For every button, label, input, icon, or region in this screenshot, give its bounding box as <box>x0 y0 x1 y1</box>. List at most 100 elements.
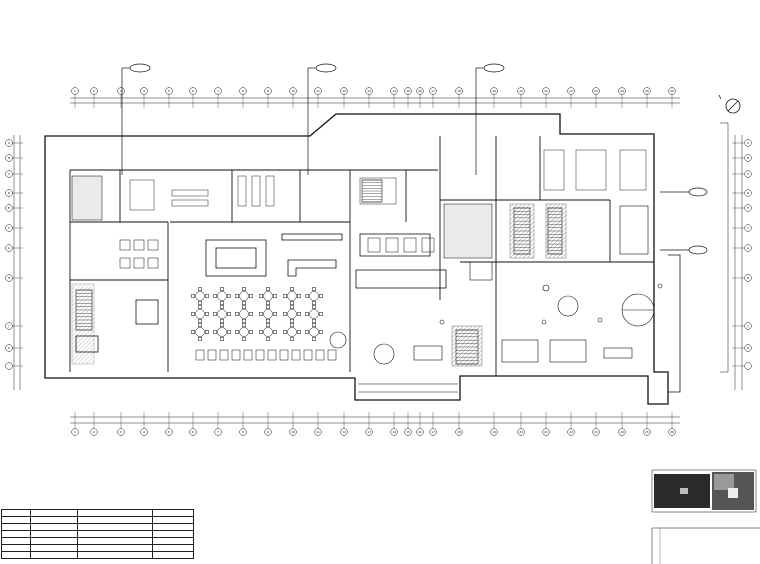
chair-icon <box>297 330 301 334</box>
booth-seat-icon <box>267 349 277 361</box>
chair-icon <box>205 294 209 298</box>
booth-seat-icon <box>315 349 325 361</box>
booth-seat-icon <box>291 349 301 361</box>
axis-label: H <box>8 276 10 280</box>
axis-bubble-icon <box>416 428 424 436</box>
axis-label: 8 <box>242 430 244 434</box>
axis-label: 14 <box>392 89 396 93</box>
chair-icon <box>290 337 294 341</box>
chair-icon <box>191 294 195 298</box>
axis-bubble-icon <box>416 87 424 95</box>
right-dimension-string <box>734 135 743 390</box>
axis-bubble-icon <box>567 87 575 95</box>
axis-bubble-icon <box>340 87 348 95</box>
chair-icon <box>266 323 270 327</box>
chair-icon <box>191 312 195 316</box>
axis-bubble-icon <box>455 428 463 436</box>
chair-icon <box>319 330 323 334</box>
chair-icon <box>305 294 309 298</box>
left-dimension-string <box>13 135 21 390</box>
axis-label: 22 <box>569 430 573 434</box>
axis-label: D <box>747 191 750 195</box>
legend-table-cell <box>30 551 78 559</box>
stairs <box>75 179 563 365</box>
axis-label: J <box>8 324 10 328</box>
axis-bubble-icon <box>214 428 222 436</box>
axis-label: A <box>8 141 11 145</box>
dining-table-icon <box>263 291 273 301</box>
legend-table-row <box>1 523 194 531</box>
axis-bubble-icon <box>71 87 79 95</box>
chair-icon <box>198 305 202 309</box>
axis-bubble-icon <box>5 322 13 330</box>
legend-table-cell <box>152 544 194 552</box>
axis-bubble-icon <box>165 428 173 436</box>
axis-label: A <box>747 141 750 145</box>
axis-label: 21 <box>544 89 548 93</box>
axis-label: 13 <box>367 89 371 93</box>
legend-table-row <box>1 544 194 552</box>
axis-label: 14 <box>392 430 396 434</box>
legend-table-cell <box>30 509 78 517</box>
booth-seat-icon <box>303 349 313 361</box>
chair-icon <box>249 294 253 298</box>
chair-icon <box>273 312 277 316</box>
axis-label: 21 <box>544 430 548 434</box>
chair-icon <box>198 319 202 323</box>
dining-table-icon <box>385 237 399 253</box>
legend-table-row <box>1 537 194 545</box>
chair-icon <box>213 294 217 298</box>
chair-icon <box>242 287 246 291</box>
chair-icon <box>198 323 202 327</box>
north-arrow-icon <box>718 94 741 114</box>
axis-label: D <box>8 191 11 195</box>
axis-label: 15 <box>406 89 410 93</box>
legend-table <box>0 500 194 564</box>
section-marker-icon <box>688 245 708 255</box>
axis-bubble-icon <box>314 428 322 436</box>
axis-bubble-icon <box>71 428 79 436</box>
chair-icon <box>319 294 323 298</box>
axis-bubble-icon <box>390 87 398 95</box>
chair-icon <box>198 287 202 291</box>
lobby-furniture <box>329 205 663 365</box>
axis-bubble-icon <box>90 87 98 95</box>
dining-table-icon <box>239 327 249 337</box>
legend-table-cell <box>77 544 153 552</box>
axis-label: 12 <box>342 430 346 434</box>
axis-bubble-icon <box>567 428 575 436</box>
chair-icon <box>283 312 287 316</box>
chair-icon <box>290 323 294 327</box>
axis-bubble-icon <box>5 362 13 370</box>
legend-table-cell <box>30 530 78 538</box>
booth-seat-icon <box>231 349 241 361</box>
axis-bubble-icon <box>264 87 272 95</box>
axis-bubble-icon <box>214 87 222 95</box>
axis-label: 5 <box>168 430 170 434</box>
axis-label: 1 <box>74 430 76 434</box>
axis-bubble-icon <box>239 87 247 95</box>
axis-bubble-icon <box>289 87 297 95</box>
axis-bubble-icon <box>517 87 525 95</box>
section-marker-group <box>121 63 708 255</box>
legend-table-header <box>1 509 194 517</box>
axis-label: E <box>8 206 10 210</box>
axis-label: 2 <box>93 430 95 434</box>
chair-icon <box>312 337 316 341</box>
axis-label: 24 <box>620 430 624 434</box>
legend-table-cell <box>77 509 153 517</box>
legend-table-cell <box>1 551 31 559</box>
axis-bubble-icon <box>643 428 651 436</box>
booth-seat-icon <box>243 349 253 361</box>
axis-label: 2 <box>93 89 95 93</box>
axis-bubble-icon <box>365 428 373 436</box>
axis-bubble-icon <box>189 428 197 436</box>
chair-icon <box>259 330 263 334</box>
entrance-canopy <box>358 383 458 393</box>
legend-table-cell <box>1 516 31 524</box>
axis-bubble-icon <box>618 428 626 436</box>
section-marker-icon <box>315 63 337 73</box>
dining-table-icon <box>239 309 249 319</box>
axis-label: 16 <box>418 430 422 434</box>
legend-table-cell <box>30 544 78 552</box>
